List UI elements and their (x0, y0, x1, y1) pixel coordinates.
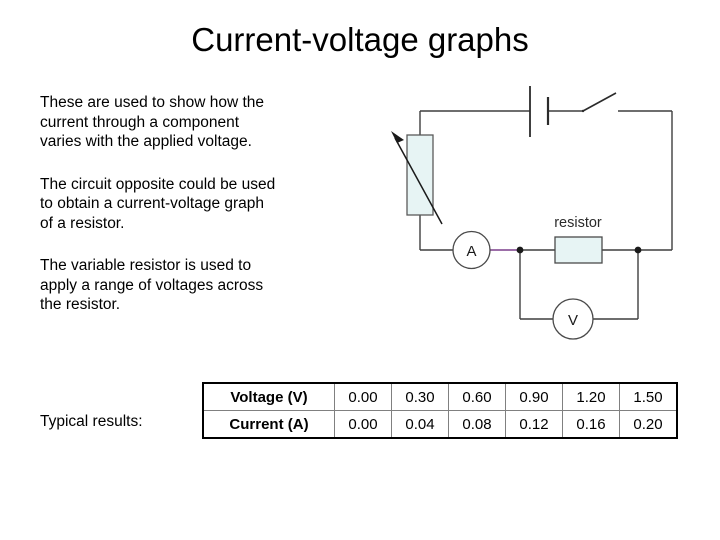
resistor-icon (554, 236, 603, 264)
switch-pivot-icon (581, 109, 585, 113)
resistor-label: resistor (554, 215, 602, 231)
paragraph-2: The circuit opposite could be used to ob… (40, 175, 276, 232)
cell-current-2: 0.08 (448, 410, 506, 439)
cell-voltage-1: 0.30 (391, 382, 449, 411)
voltmeter-label: V (568, 312, 578, 329)
cell-current-1: 0.04 (391, 410, 449, 439)
variable-resistor-arrow-head-icon (391, 131, 404, 143)
ammeter-label: A (466, 243, 476, 260)
row-header-current: Current (A) (202, 410, 335, 439)
voltmeter-icon (552, 298, 594, 340)
cell-voltage-4: 1.20 (562, 382, 620, 411)
table-row: Current (A) 0.00 0.04 0.08 0.12 0.16 0.2… (202, 410, 678, 439)
switch-icon (582, 92, 617, 112)
paragraph-3: The variable resistor is used to apply a… (40, 257, 264, 313)
row-header-voltage: Voltage (V) (202, 382, 335, 411)
cell-current-0: 0.00 (334, 410, 392, 439)
cell-current-5: 0.20 (619, 410, 678, 439)
cell-current-3: 0.12 (505, 410, 563, 439)
circuit-diagram: A resistor V (380, 80, 710, 355)
table-row: Voltage (V) 0.00 0.30 0.60 0.90 1.20 1.5… (202, 382, 678, 411)
cell-current-4: 0.16 (562, 410, 620, 439)
body-text-block: These are used to show how the current t… (40, 93, 340, 315)
variable-resistor-body-icon (406, 134, 434, 216)
junction-dot-left (516, 246, 524, 254)
results-table: Voltage (V) 0.00 0.30 0.60 0.90 1.20 1.5… (202, 382, 678, 439)
cell-voltage-2: 0.60 (448, 382, 506, 411)
junction-dot-right (634, 246, 642, 254)
cell-voltage-5: 1.50 (619, 382, 678, 411)
paragraph-1: These are used to show how the current t… (40, 94, 265, 150)
ammeter-icon (452, 230, 491, 270)
page-title: Current-voltage graphs (191, 21, 529, 58)
typical-results-label: Typical results: (40, 413, 143, 430)
cell-voltage-3: 0.90 (505, 382, 563, 411)
cell-voltage-0: 0.00 (334, 382, 392, 411)
variable-resistor-arrow-line-icon (394, 137, 443, 225)
